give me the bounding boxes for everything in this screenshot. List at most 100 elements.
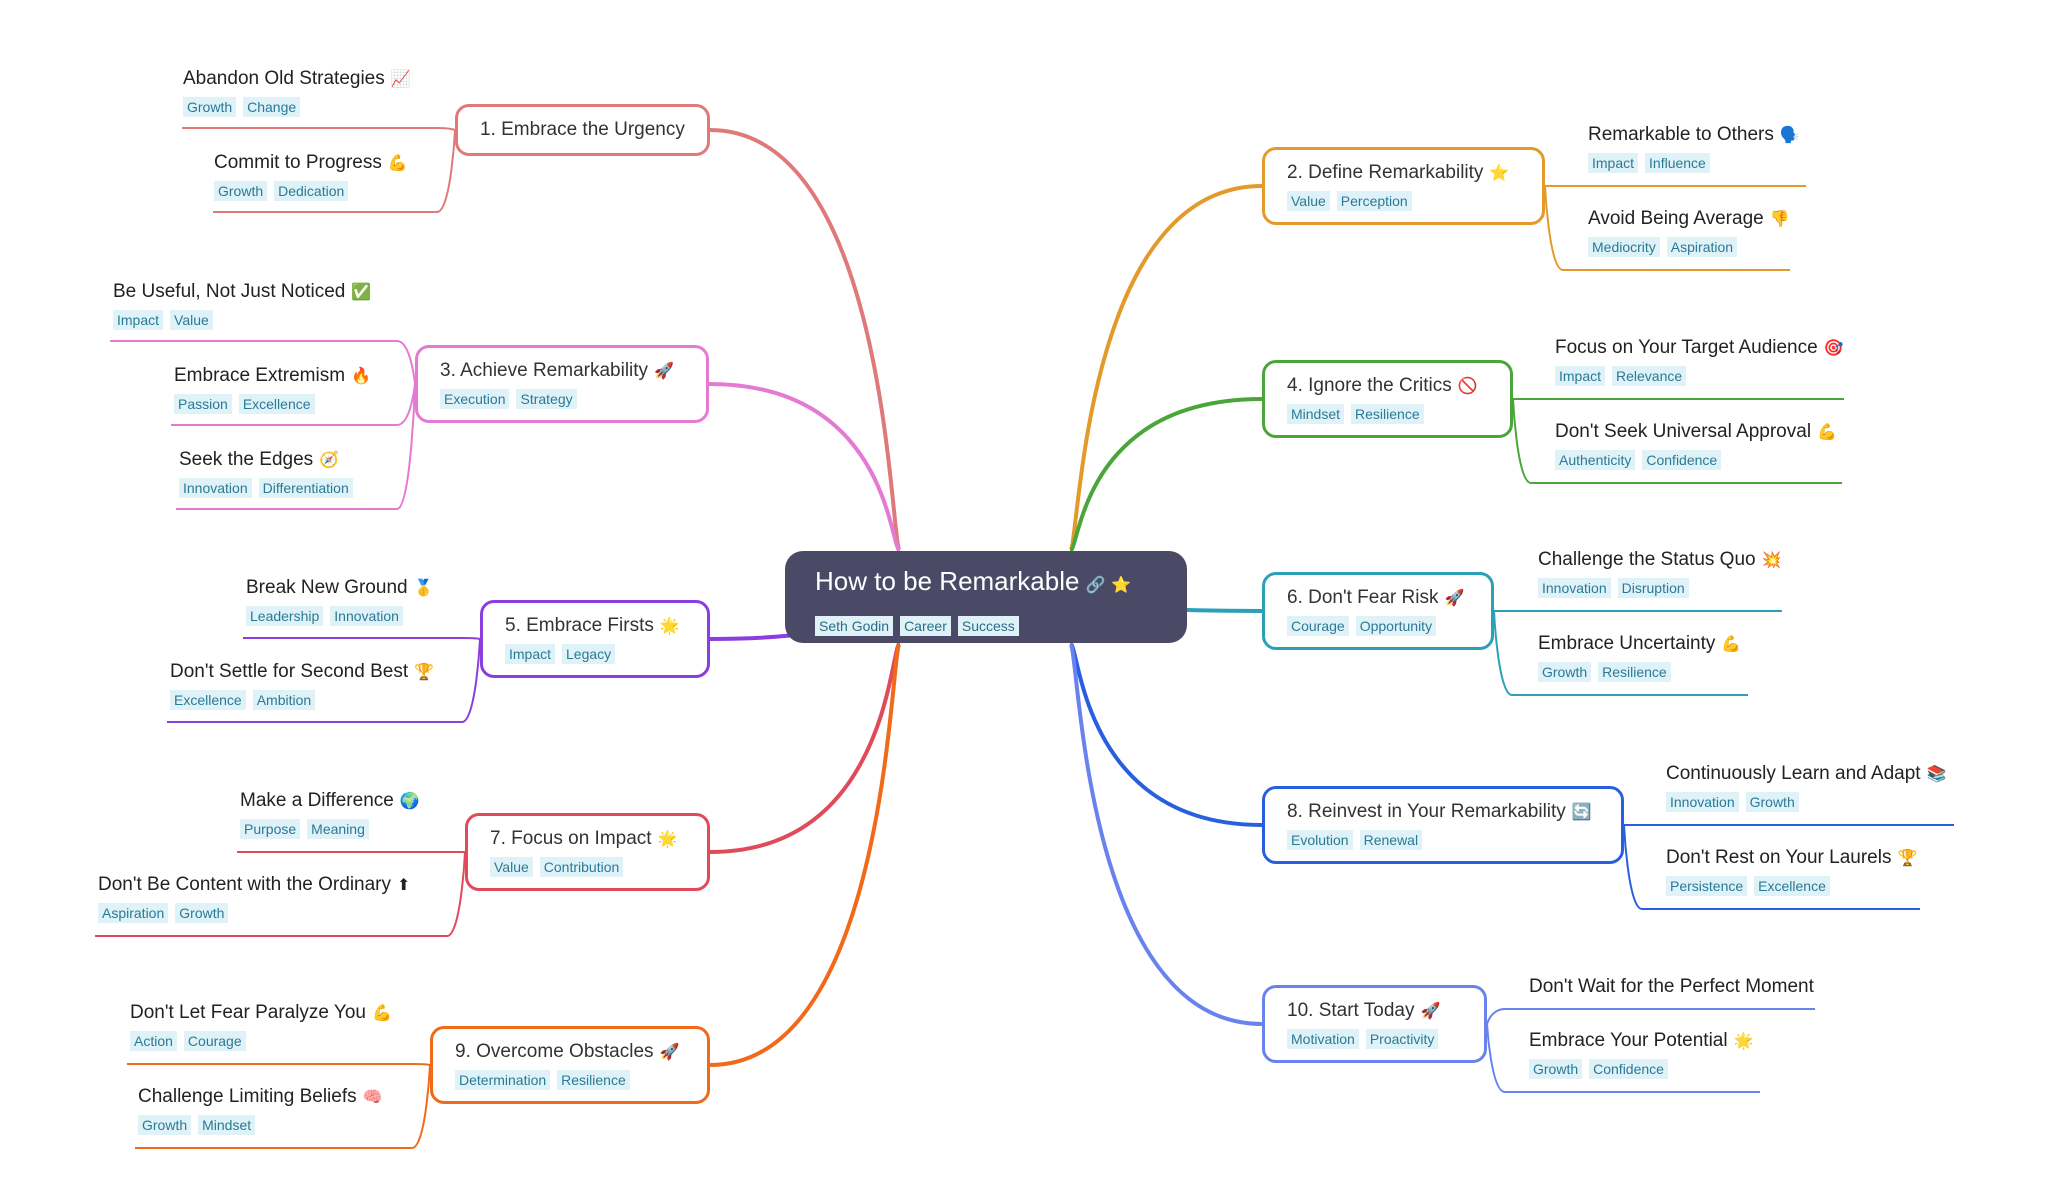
leaf-label-text: Abandon Old Strategies	[183, 68, 385, 89]
star-icon: ⭐	[1489, 165, 1510, 182]
leaf-node[interactable]: Don't Wait for the Perfect Moment	[1529, 974, 1814, 1000]
leaf-label: Don't Be Content with the Ordinary ⬆	[98, 872, 410, 899]
tag: Value	[170, 310, 213, 330]
tag: Confidence	[1589, 1059, 1668, 1079]
leaf-connector	[182, 127, 456, 131]
tag: Innovation	[330, 606, 403, 626]
tag: Growth	[214, 181, 268, 201]
leaf-label-text: Don't Settle for Second Best	[170, 661, 409, 682]
branch-connector	[1068, 184, 1263, 553]
up-arrow-icon: ⬆	[397, 877, 411, 894]
branch-node[interactable]: 1. Embrace the Urgency	[455, 104, 710, 156]
leaf-label: Don't Settle for Second Best 🏆	[170, 659, 434, 686]
trophy-icon: 🏆	[414, 664, 435, 681]
check-icon: ✅	[351, 284, 372, 301]
leaf-node[interactable]: Don't Seek Universal Approval💪Authentici…	[1555, 419, 1837, 470]
leaf-label-text: Don't Let Fear Paralyze You	[130, 1002, 366, 1023]
leaf-label: Be Useful, Not Just Noticed✅	[113, 279, 371, 306]
chart-icon: 📈	[390, 71, 411, 88]
tag: Proactivity	[1365, 1029, 1439, 1049]
tag: Renewal	[1359, 830, 1423, 850]
branch-connector	[1068, 397, 1263, 553]
leaf-connector	[167, 638, 481, 723]
branch-connector	[709, 641, 902, 854]
leaf-node[interactable]: Don't Be Content with the Ordinary ⬆ Aspir…	[98, 872, 410, 923]
leaf-connector	[127, 1063, 431, 1066]
fire-icon: 🔥	[351, 368, 371, 385]
tag: Relevance	[1612, 366, 1687, 386]
link-icon: 🔗	[1085, 577, 1106, 594]
books-icon: 📚	[1926, 766, 1947, 783]
tag: Execution	[440, 389, 510, 409]
tag: Resilience	[1351, 404, 1424, 424]
muscle-icon: 💪	[1721, 636, 1742, 653]
tag: Dedication	[274, 181, 349, 201]
muscle-icon: 💪	[372, 1005, 392, 1022]
leaf-label: Challenge Limiting Beliefs🧠	[138, 1084, 383, 1111]
leaf-connector	[1486, 1008, 1815, 1025]
cycle-icon: 🔄	[1571, 804, 1592, 821]
tag: Perception	[1336, 191, 1412, 211]
leaf-tags: Growth Dedication	[214, 181, 408, 201]
tag: Differentiation	[258, 478, 353, 498]
leaf-label-text: Embrace Uncertainty	[1538, 633, 1716, 654]
branch-node[interactable]: 8. Reinvest in Your Remarkability🔄Evolut…	[1262, 786, 1624, 864]
branch-label-text: 9. Overcome Obstacles	[455, 1041, 654, 1062]
tag: Resilience	[1598, 662, 1671, 682]
tag: Action	[130, 1031, 177, 1051]
branch-label-text: 8. Reinvest in Your Remarkability	[1287, 801, 1566, 822]
branch-label-text: 4. Ignore the Critics	[1287, 375, 1452, 396]
thumbs-down-icon: 👎	[1769, 211, 1790, 228]
leaf-label: Challenge the Status Quo💥	[1538, 547, 1782, 574]
speaking-head-icon: 🗣️	[1779, 127, 1800, 144]
leaf-label-text: Make a Difference	[240, 790, 394, 811]
tag: Disruption	[1617, 578, 1689, 598]
brain-icon: 🧠	[362, 1089, 383, 1106]
root-title-text: How to be Remarkable	[815, 566, 1080, 596]
branch-label-text: 7. Focus on Impact	[490, 828, 652, 849]
rocket-icon: 🚀	[654, 363, 674, 380]
branch-label-text: 5. Embrace Firsts	[505, 615, 654, 636]
tag: Legacy	[562, 644, 616, 664]
leaf-connector	[176, 383, 416, 510]
leaf-label: Break New Ground🥇	[246, 575, 434, 602]
root-tag: Seth Godin	[815, 616, 894, 636]
leaf-label-text: Don't Be Content with the Ordinary	[98, 874, 391, 895]
branch-connector	[1068, 641, 1263, 1026]
root-node[interactable]: How to be Remarkable🔗⭐ Seth Godin Career…	[785, 551, 1187, 643]
